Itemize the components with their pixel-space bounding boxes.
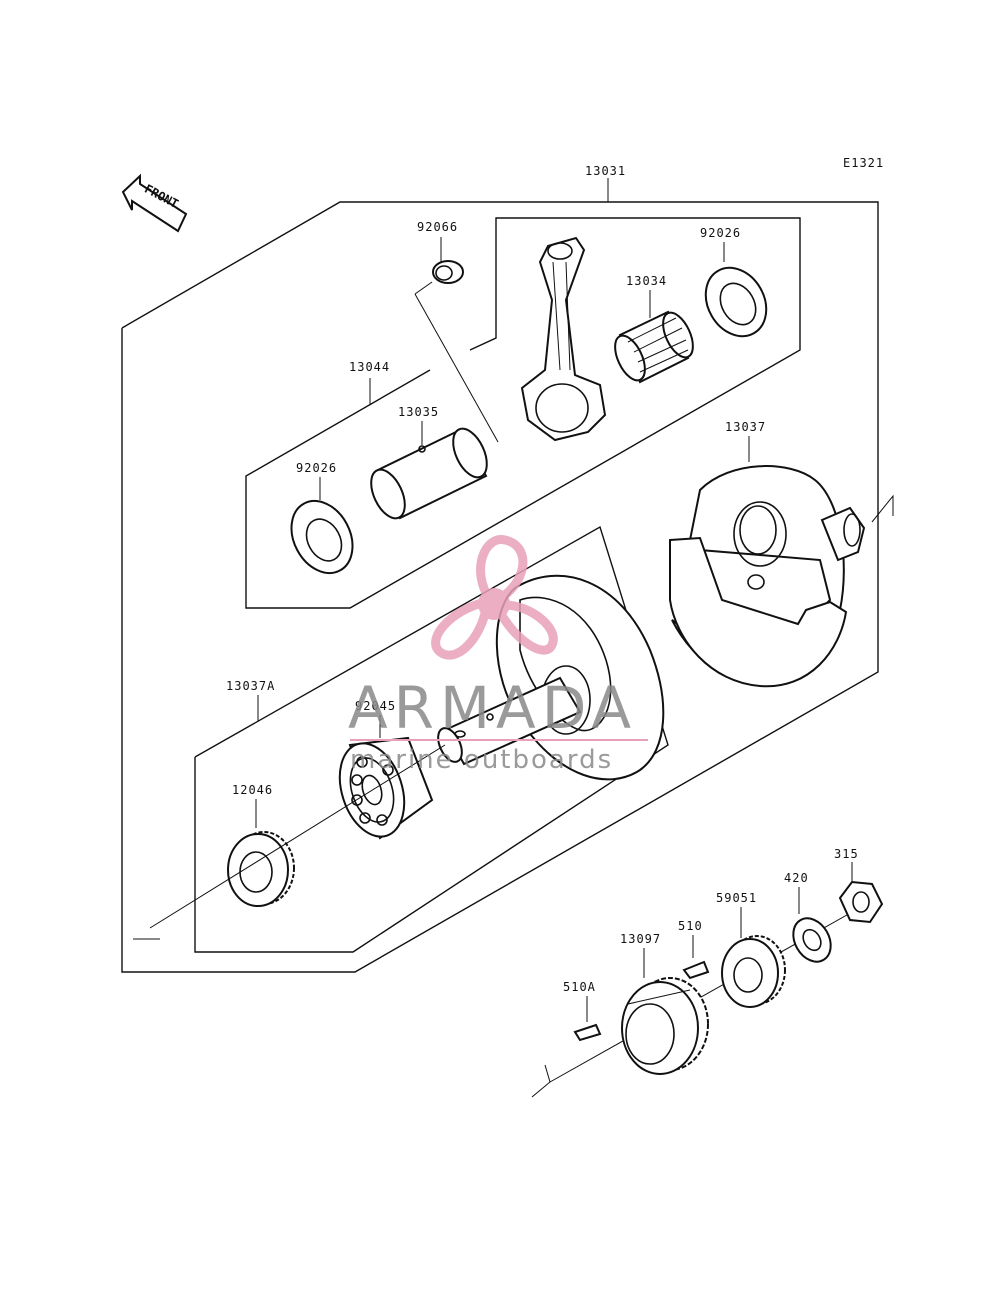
label-510: 510 bbox=[678, 919, 703, 933]
label-510A: 510A bbox=[563, 980, 596, 994]
part-13097-gear bbox=[621, 977, 709, 1075]
leader-lines bbox=[255, 237, 750, 828]
part-59051-gear bbox=[721, 935, 786, 1008]
part-13034-needle-bearing bbox=[614, 310, 694, 384]
connecting-rod-frame bbox=[245, 217, 801, 609]
label-12046: 12046 bbox=[232, 783, 273, 797]
part-connecting-rod bbox=[520, 236, 607, 442]
part-510A-key bbox=[573, 1023, 602, 1042]
crankshaft-half-frame bbox=[194, 525, 669, 953]
label-13034: 13034 bbox=[626, 274, 667, 288]
label-315: 315 bbox=[834, 847, 859, 861]
diagram-code: E1321 bbox=[843, 156, 884, 170]
label-59051: 59051 bbox=[716, 891, 757, 905]
watermark-brand: ARMADA bbox=[348, 674, 637, 742]
propeller-blade-top bbox=[476, 535, 528, 605]
part-420-washer bbox=[792, 917, 832, 963]
label-92066: 92066 bbox=[417, 220, 458, 234]
part-13037-crank-half bbox=[669, 465, 894, 688]
part-92066-bushing bbox=[432, 260, 464, 284]
label-92045: 92045 bbox=[355, 699, 396, 713]
crankshaft-assembly-frame bbox=[121, 178, 879, 973]
watermark-tagline: marine outboards bbox=[350, 745, 613, 775]
label-92026-left: 92026 bbox=[296, 461, 337, 475]
part-315-nut bbox=[838, 880, 884, 924]
crank-axis-line bbox=[149, 744, 446, 929]
part-92026-washer-top bbox=[704, 266, 768, 338]
part-13037A-crank-half bbox=[437, 574, 665, 781]
propeller-hub bbox=[478, 588, 510, 620]
label-13097: 13097 bbox=[620, 932, 661, 946]
label-13035: 13035 bbox=[398, 405, 439, 419]
propeller-blade-left bbox=[431, 596, 491, 660]
label-13037A: 13037A bbox=[226, 679, 275, 693]
part-510-key bbox=[682, 960, 710, 980]
front-arrow-icon: FRONT bbox=[121, 173, 188, 233]
label-13031: 13031 bbox=[585, 164, 626, 178]
part-92045-ball-bearing bbox=[338, 736, 434, 840]
label-13044: 13044 bbox=[349, 360, 390, 374]
propeller-blade-right bbox=[494, 600, 558, 655]
label-420: 420 bbox=[784, 871, 809, 885]
part-92026-washer-left bbox=[290, 499, 354, 575]
part-12046-gear bbox=[227, 831, 295, 907]
label-92026-top: 92026 bbox=[700, 226, 741, 240]
propeller-logo-icon bbox=[431, 535, 558, 660]
part-13035-crank-pin bbox=[370, 427, 488, 520]
label-13037: 13037 bbox=[725, 420, 766, 434]
armada-watermark: ARMADA marine outboards bbox=[348, 535, 648, 775]
